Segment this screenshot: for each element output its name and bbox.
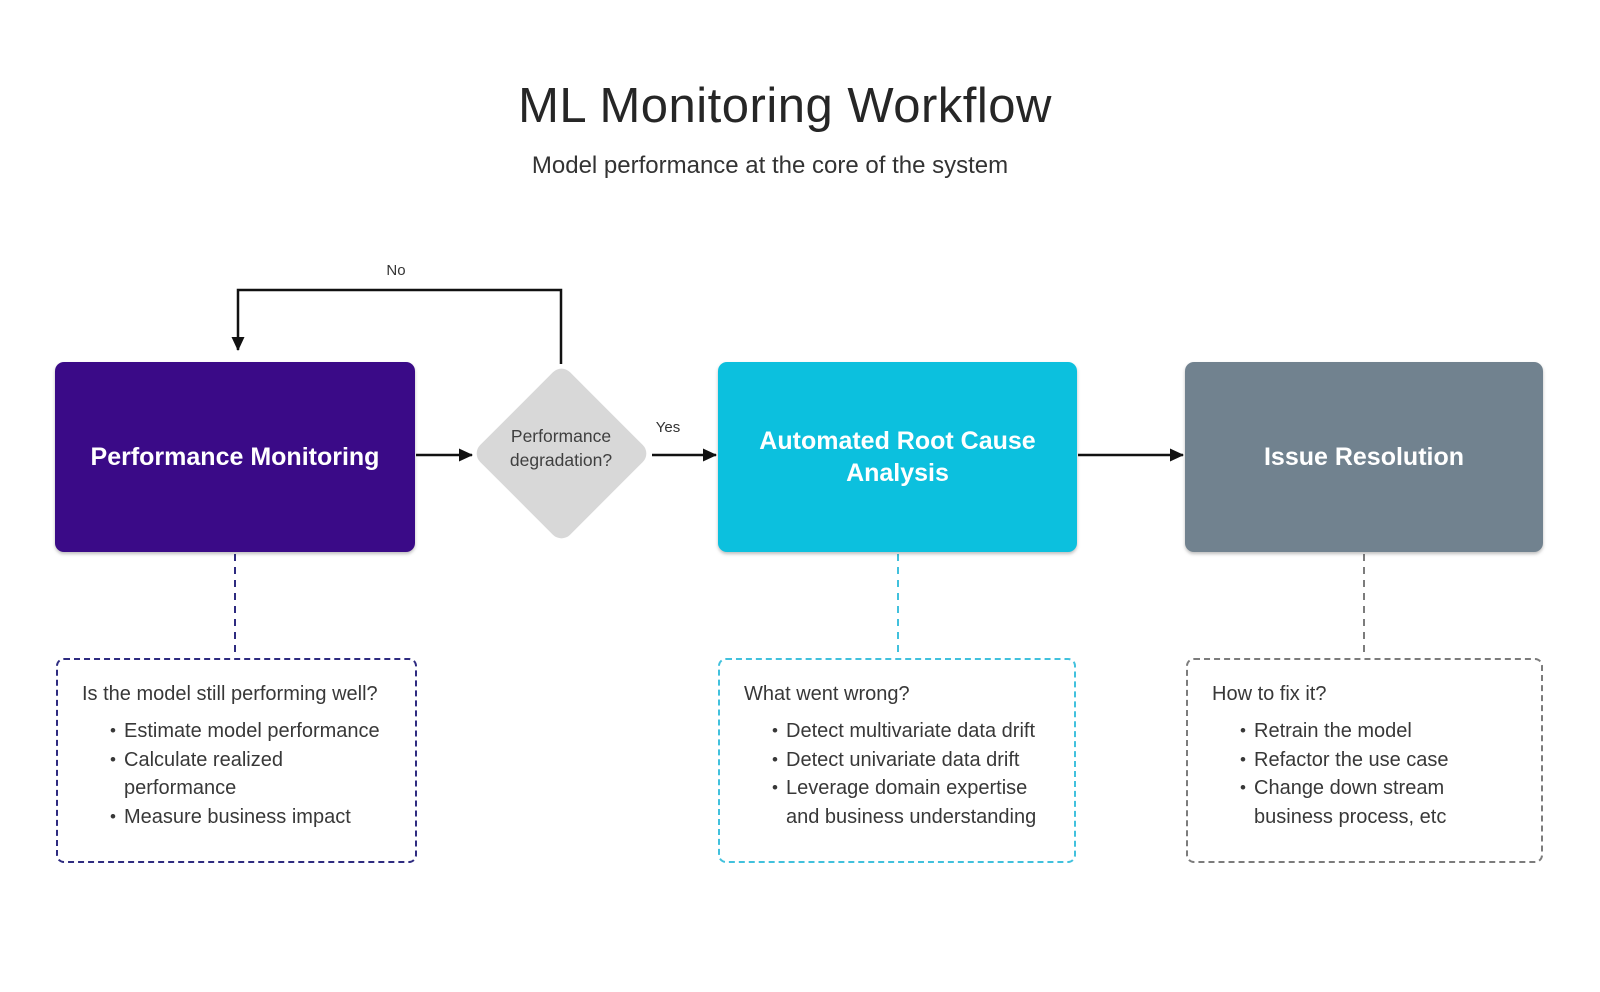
node-automated-root-cause-analysis: Automated Root Cause Analysis bbox=[718, 362, 1077, 552]
decision-diamond-label: Performance degradation? bbox=[509, 426, 613, 471]
bullet-dot-icon: • bbox=[772, 778, 778, 797]
bullet-text: Measure business impact bbox=[124, 805, 351, 828]
bullet-item: • Measure business impact bbox=[82, 803, 399, 832]
detail-root-cause-analysis: What went wrong? • Detect multivariate d… bbox=[718, 658, 1076, 863]
bullet-text: Change down stream business process, etc bbox=[1254, 777, 1447, 828]
edge-label-no: No bbox=[386, 262, 406, 279]
bullet-item: • Calculate realized performance bbox=[82, 746, 399, 803]
bullet-item: • Detect multivariate data drift bbox=[744, 717, 1058, 746]
bullet-dot-icon: • bbox=[110, 721, 116, 740]
bullet-item: • Change down stream business process, e… bbox=[1212, 774, 1525, 831]
bullet-dot-icon: • bbox=[110, 749, 116, 769]
bullet-dot-icon: • bbox=[1240, 749, 1246, 769]
edge-no-loop bbox=[231, 288, 563, 364]
bullet-text: Detect multivariate data drift bbox=[786, 720, 1035, 742]
edge-label-yes: Yes bbox=[655, 419, 681, 436]
bullet-text: Leverage domain expertise and business u… bbox=[786, 777, 1037, 828]
bullet-text: Retrain the model bbox=[1254, 720, 1412, 742]
node-performance-monitoring: Performance Monitoring bbox=[55, 362, 415, 552]
detail-issue-resolution: How to fix it? • Retrain the model • Ref… bbox=[1186, 658, 1543, 863]
bullet-text: Calculate realized performance bbox=[124, 748, 283, 800]
node-automated-root-cause-analysis-label: Automated Root Cause Analysis bbox=[759, 426, 1036, 488]
detail-bullet-list: • Estimate model performance • Calculate… bbox=[82, 717, 399, 831]
node-issue-resolution: Issue Resolution bbox=[1185, 362, 1543, 552]
detail-bullet-list: • Retrain the model • Refactor the use c… bbox=[1212, 717, 1525, 831]
bullet-text: Detect univariate data drift bbox=[786, 748, 1020, 771]
bullet-item: • Leverage domain expertise and business… bbox=[744, 774, 1058, 831]
bullet-item: • Refactor the use case bbox=[1212, 746, 1525, 775]
detail-heading: Is the model still performing well? bbox=[82, 683, 378, 705]
detail-heading: What went wrong? bbox=[744, 683, 910, 705]
bullet-dot-icon: • bbox=[772, 749, 778, 769]
detail-performance-monitoring: Is the model still performing well? • Es… bbox=[56, 658, 417, 863]
detail-heading: How to fix it? bbox=[1212, 683, 1327, 705]
bullet-item: • Detect univariate data drift bbox=[744, 746, 1058, 775]
detail-bullet-list: • Detect multivariate data drift • Detec… bbox=[744, 717, 1058, 831]
node-performance-monitoring-label: Performance Monitoring bbox=[90, 442, 380, 471]
bullet-dot-icon: • bbox=[1240, 778, 1246, 797]
bullet-dot-icon: • bbox=[772, 721, 778, 740]
bullet-item: • Estimate model performance bbox=[82, 717, 399, 746]
bullet-item: • Retrain the model bbox=[1212, 717, 1525, 746]
node-issue-resolution-label: Issue Resolution bbox=[1263, 442, 1465, 471]
bullet-text: Estimate model performance bbox=[124, 720, 380, 742]
bullet-dot-icon: • bbox=[110, 806, 116, 826]
page-subtitle: Model performance at the core of the sys… bbox=[531, 152, 1009, 179]
bullet-text: Refactor the use case bbox=[1254, 748, 1449, 771]
page-title: ML Monitoring Workflow bbox=[518, 79, 1052, 133]
bullet-dot-icon: • bbox=[1240, 721, 1246, 740]
